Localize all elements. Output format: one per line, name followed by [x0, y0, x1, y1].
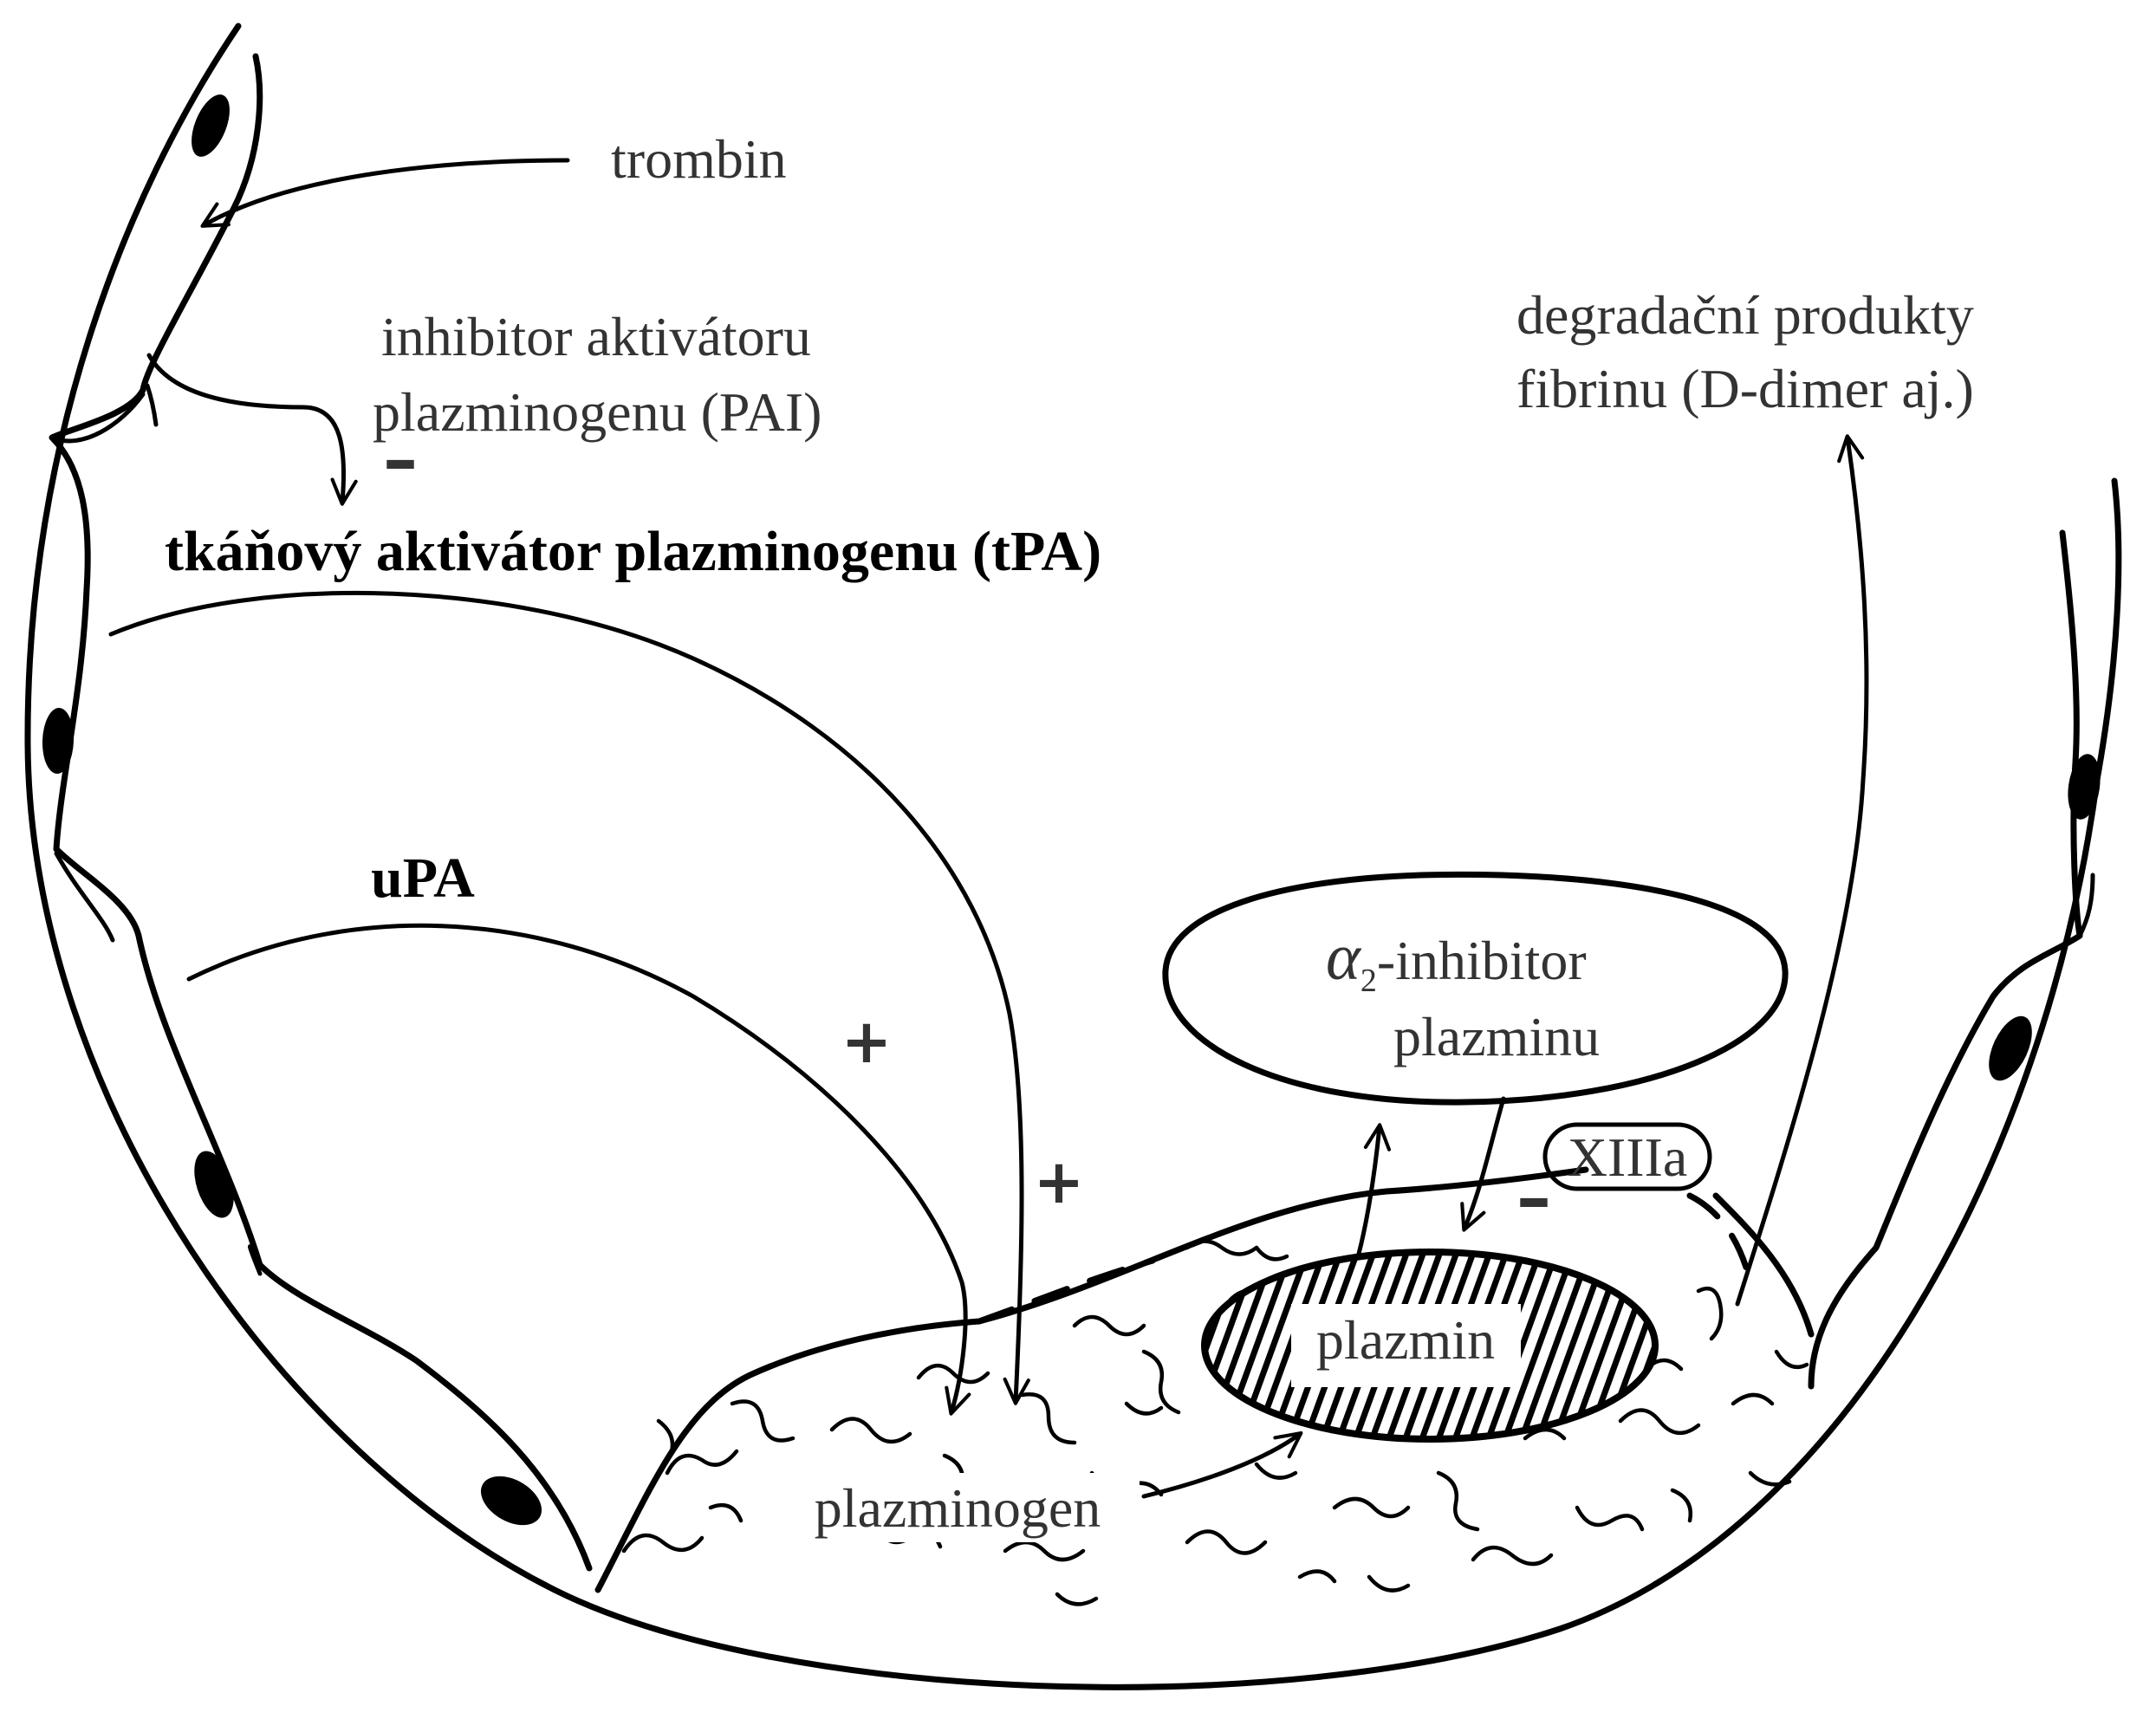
pai-label-line2: plazminogenu (PAI) — [373, 381, 821, 443]
pai-inhibition-sign: – — [383, 419, 418, 500]
nucleus-6 — [1989, 1015, 2032, 1081]
pai-arrow — [146, 353, 358, 506]
fdp-arrow — [1735, 434, 1869, 1307]
fibrin-clot — [594, 1166, 1815, 1593]
arrows — [108, 158, 1869, 1499]
alpha2-inhibitor-label-line2: plazminu — [1393, 1006, 1600, 1067]
plasminogen-label-bg — [776, 1473, 1140, 1542]
nucleus-3 — [194, 1151, 234, 1218]
upa-arrow — [186, 923, 971, 1416]
plasmin-label: plazmin — [1316, 1309, 1495, 1371]
upa-label: uPA — [371, 847, 475, 910]
alpha-symbol: α — [1326, 921, 1362, 994]
plasminogen-to-plasmin-arrow — [1141, 1430, 1303, 1499]
alpha-rest: -inhibitor — [1377, 930, 1587, 991]
thrombin-arrow — [200, 158, 570, 228]
nucleus-2 — [42, 708, 75, 774]
pai-label-line1: inhibitor aktivátoru — [381, 306, 811, 367]
plasmin-label-bg — [1291, 1304, 1521, 1387]
tpa-label: tkáňový aktivátor plazminogenu (tPA) — [165, 520, 1101, 583]
vessel-wall — [24, 23, 2122, 1690]
tpa-arrow — [108, 590, 1030, 1405]
tpa-activation-sign: + — [1034, 1146, 1085, 1217]
fibrin-fibers — [621, 1239, 1809, 1606]
nucleus-1 — [192, 94, 230, 157]
fdp-label-line1: degradační produkty — [1516, 284, 1974, 346]
regulation-signs: – + + – — [383, 419, 1551, 1238]
plasmin-to-alpha2-arrow — [1356, 1123, 1392, 1256]
alpha2-to-plasmin-arrow — [1460, 1096, 1506, 1232]
thrombin-label: trombin — [611, 128, 787, 190]
plasminogen-label: plazminogen — [815, 1477, 1101, 1539]
upa-activation-sign: + — [841, 1006, 893, 1077]
nucleus-4 — [480, 1476, 542, 1526]
alpha-subscript: 2 — [1360, 963, 1377, 999]
alpha2-inhibitor-label: α2-inhibitor — [1326, 921, 1587, 999]
xiiia-label: XIIIa — [1568, 1126, 1688, 1188]
fdp-label-line2: fibrinu (D-dimer aj.) — [1516, 358, 1974, 419]
alpha2-inhibitor-ellipse — [1162, 871, 1789, 1106]
labels: trombin inhibitor aktivátoru plazminogen… — [165, 128, 1974, 1542]
alpha2-inhibition-sign: – — [1516, 1158, 1551, 1238]
endothelial-nuclei — [42, 94, 2101, 1526]
nucleus-5 — [2068, 754, 2101, 820]
xiiia-box — [1542, 1122, 1712, 1191]
